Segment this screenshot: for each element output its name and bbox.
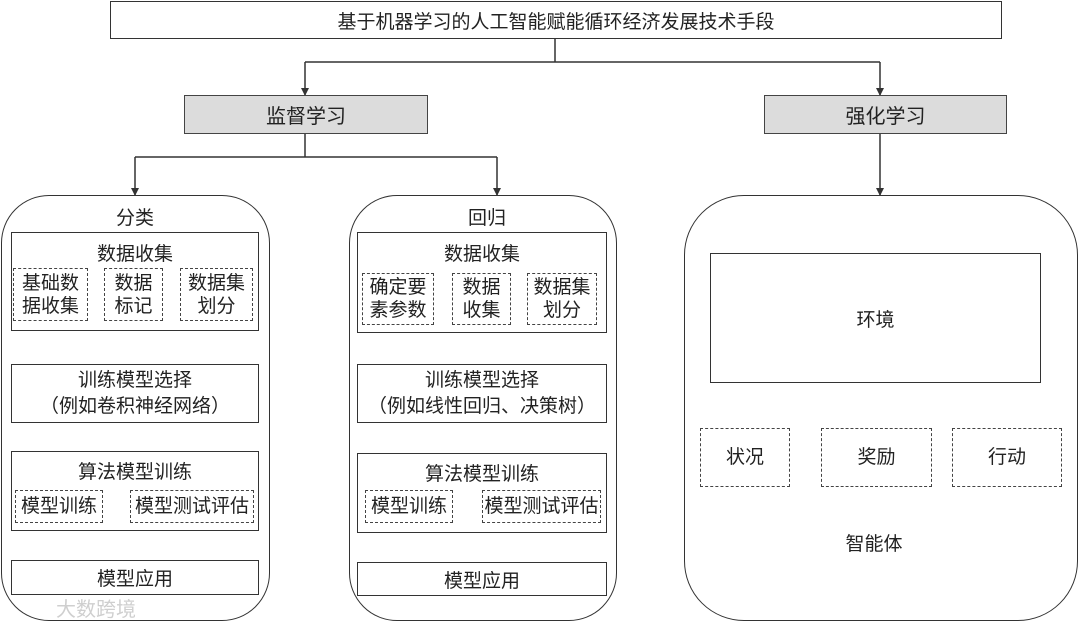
title-connector xyxy=(301,39,884,96)
environment-box: 环境 xyxy=(710,253,1041,383)
reinforcement-learning-header: 强化学习 xyxy=(764,95,1007,134)
regression-model-selection: 训练模型选择 （例如线性回归、决策树） xyxy=(357,364,607,423)
regression-step-collect: 数据 收集 xyxy=(452,273,511,325)
classification-step-basic-data: 基础数 据收集 xyxy=(13,268,88,321)
classification-data-collection-title: 数据收集 xyxy=(96,243,173,265)
action-box: 行动 xyxy=(952,428,1062,487)
classification-step-split: 数据集 划分 xyxy=(180,268,253,321)
regression-application: 模型应用 xyxy=(357,562,607,596)
regression-label: 回归 xyxy=(467,207,506,229)
watermark-text: 大数跨境 xyxy=(56,597,136,621)
diagram-title: 基于机器学习的人工智能赋能循环经济发展技术手段 xyxy=(110,1,1002,39)
classification-application: 模型应用 xyxy=(11,560,259,595)
supervised-learning-header: 监督学习 xyxy=(184,95,428,134)
regression-step-evaluate: 模型测试评估 xyxy=(482,490,601,523)
regression-data-collection-title: 数据收集 xyxy=(443,243,520,265)
supervised-connector xyxy=(131,134,501,196)
classification-step-labeling: 数据 标记 xyxy=(104,268,163,321)
regression-step-train: 模型训练 xyxy=(365,490,453,523)
regression-step-split: 数据集 划分 xyxy=(527,273,597,325)
reward-box: 奖励 xyxy=(821,428,932,487)
state-box: 状况 xyxy=(700,428,790,487)
classification-step-train: 模型训练 xyxy=(15,490,103,523)
agent-label: 智能体 xyxy=(845,533,903,555)
regression-step-params: 确定要 素参数 xyxy=(362,273,434,325)
classification-model-selection: 训练模型选择 （例如卷积神经网络） xyxy=(11,364,259,423)
classification-step-evaluate: 模型测试评估 xyxy=(130,490,254,523)
regression-training-title: 算法模型训练 xyxy=(424,463,539,485)
classification-label: 分类 xyxy=(115,207,154,229)
classification-training-title: 算法模型训练 xyxy=(77,461,192,483)
